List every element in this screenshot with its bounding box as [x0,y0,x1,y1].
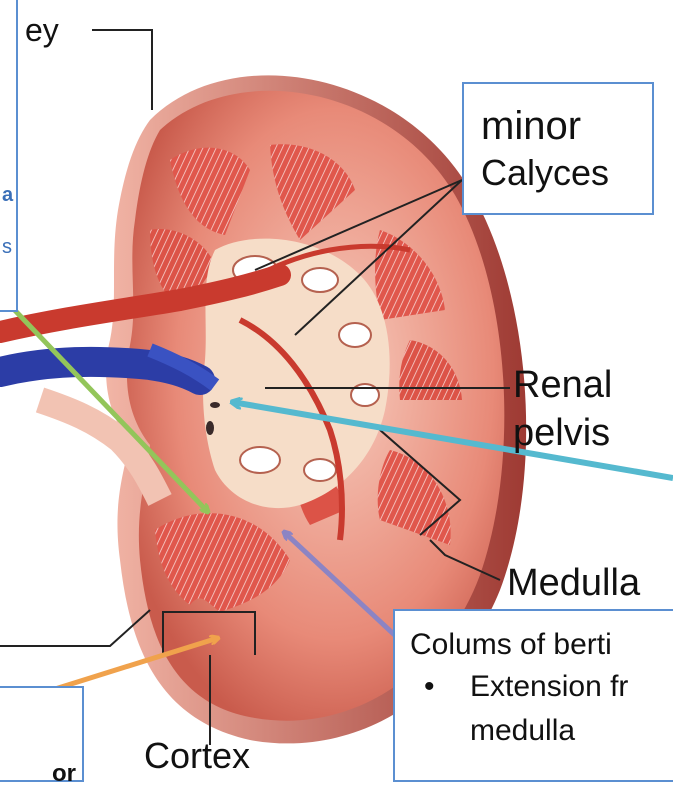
columns-bullet-line1: Extension fr [470,670,628,704]
columns-of-bertin-title: Colums of berti [410,628,612,662]
bottom-left-partial-label: or [52,760,76,788]
kidney-leader [92,30,152,110]
top-left-note-box-body [0,0,18,312]
minor-calyces-label-line2: Calyces [481,152,609,194]
left-box-partial-a: a [2,184,13,207]
renal-pelvis-label-line2: pelvis [513,412,610,455]
renal-pelvis-label-line1: Renal [513,364,612,407]
columns-bullet: • [424,670,435,704]
left-box-partial-s: s [2,236,12,259]
kidney-label: ey [25,12,59,49]
cortex-label: Cortex [144,735,250,777]
medulla-label: Medulla [507,562,640,605]
bottom-left-leader [0,610,150,646]
columns-bullet-line2: medulla [470,714,575,748]
minor-calyces-label-line1: minor [481,104,581,149]
